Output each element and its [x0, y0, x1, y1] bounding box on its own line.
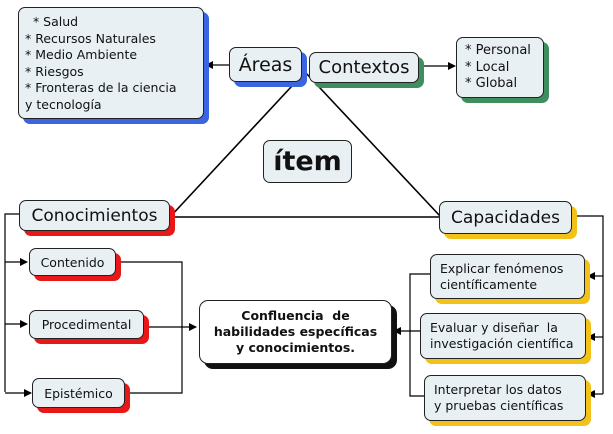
- areas-item: * Salud: [25, 14, 79, 29]
- areas-label: Áreas: [238, 53, 293, 76]
- result-node[interactable]: Confluencia de habilidades específicas y…: [199, 300, 392, 364]
- interpretar-line: y pruebas científicas: [434, 398, 564, 413]
- areas-node[interactable]: Áreas: [229, 47, 302, 82]
- areas-item: * Medio Ambiente: [25, 47, 138, 62]
- areas-item: * Recursos Naturales: [25, 30, 156, 46]
- conocimientos-node[interactable]: Conocimientos: [19, 200, 170, 231]
- contextos-node[interactable]: Contextos: [309, 52, 419, 83]
- evaluar-line: Evaluar y diseñar la: [430, 320, 558, 335]
- explicar-line: Explicar fenómenos: [440, 261, 564, 276]
- areas-item: * Fronteras de la ciencia: [25, 80, 177, 95]
- interpretar-line: Interpretar los datos: [434, 382, 562, 397]
- capacidades-node[interactable]: Capacidades: [439, 201, 572, 234]
- procedimental-label: Procedimental: [41, 317, 132, 332]
- explicar-line: científicamente: [440, 277, 538, 292]
- areas-item: y tecnología: [25, 96, 102, 112]
- item-center-node[interactable]: ítem: [263, 140, 352, 183]
- contextos-label: Contextos: [318, 57, 410, 78]
- areas-list-box[interactable]: * Salud * Recursos Naturales * Medio Amb…: [18, 7, 204, 119]
- capacidades-label: Capacidades: [451, 207, 560, 228]
- contextos-item: * Global: [465, 76, 518, 91]
- epistemico-label: Epistémico: [44, 385, 113, 401]
- contextos-list-box[interactable]: * Personal * Local * Global: [456, 37, 544, 98]
- conocimientos-label: Conocimientos: [31, 205, 158, 226]
- contenido-node[interactable]: Contenido: [29, 248, 116, 276]
- areas-item: * Riesgos: [25, 63, 84, 79]
- contextos-item: * Personal: [465, 43, 531, 58]
- explicar-node[interactable]: Explicar fenómenos científicamente: [430, 254, 585, 299]
- contextos-item: * Local: [465, 59, 510, 75]
- result-line: y conocimientos.: [235, 340, 356, 355]
- evaluar-line: investigación científica: [430, 336, 574, 351]
- contenido-label: Contenido: [40, 254, 105, 270]
- epistemico-node[interactable]: Epistémico: [32, 378, 125, 408]
- result-line: habilidades específicas: [213, 324, 378, 339]
- procedimental-node[interactable]: Procedimental: [29, 310, 144, 339]
- evaluar-node[interactable]: Evaluar y diseñar la investigación cient…: [420, 313, 586, 359]
- result-line: Confluencia de: [241, 308, 350, 323]
- item-label: ítem: [273, 146, 342, 177]
- interpretar-node[interactable]: Interpretar los datos y pruebas científi…: [424, 375, 586, 421]
